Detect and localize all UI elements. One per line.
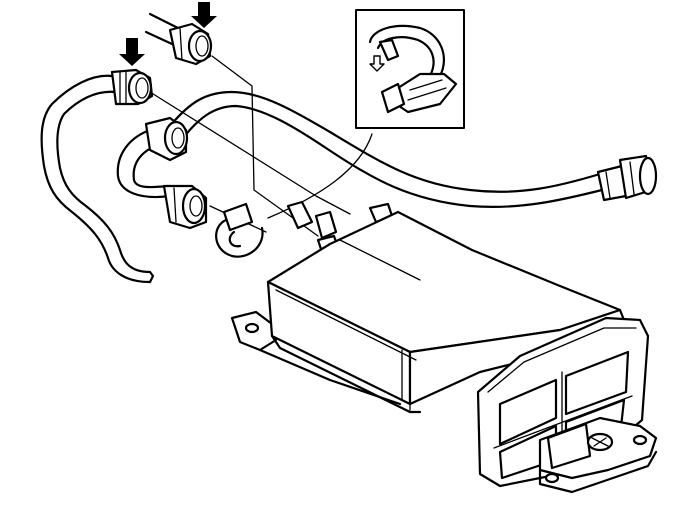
mounting-bracket-left — [230, 310, 402, 406]
hose-clamp — [215, 202, 264, 258]
elbow-hose — [116, 116, 189, 199]
guide-lines — [149, 55, 373, 237]
down-arrow-icon — [119, 38, 145, 66]
right-hose-fitting — [596, 154, 658, 202]
long-upper-hose — [168, 90, 604, 208]
hose-clamp-icon — [368, 24, 458, 114]
left-hose-connector — [110, 68, 154, 106]
detail-inset — [355, 9, 465, 129]
lower-hose-connector — [162, 184, 208, 230]
upper-hose-connector — [144, 12, 213, 66]
down-arrow-icon — [191, 2, 217, 28]
down-arrow-icon — [369, 55, 385, 72]
bolt-icon — [586, 432, 614, 452]
vent-hose — [40, 74, 155, 284]
